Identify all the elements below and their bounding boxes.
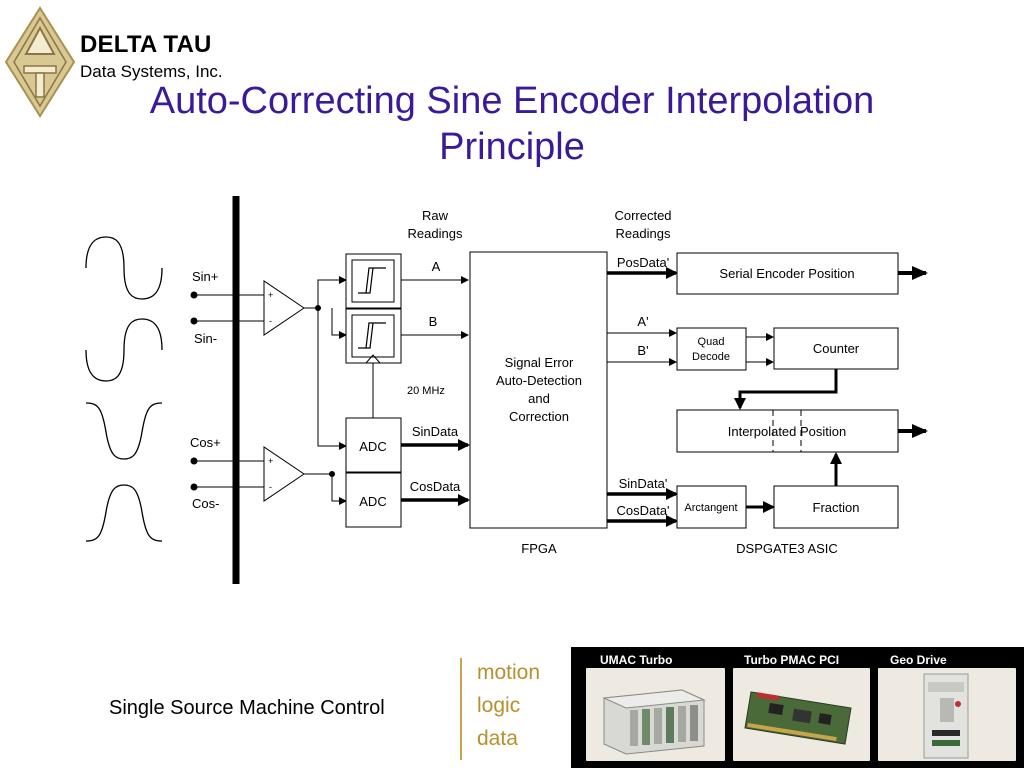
serial-encoder-position-block: Serial Encoder Position: [676, 252, 899, 295]
label-sin-minus: Sin-: [194, 331, 217, 346]
umac-turbo-image: [586, 668, 725, 761]
opamp-sin-minus: -: [269, 316, 272, 326]
adc-sin: ADC: [345, 417, 402, 473]
waveform-cos-plus: [85, 402, 163, 460]
signal-a-label: A: [432, 259, 441, 274]
adc-cos: ADC: [345, 472, 402, 528]
fpga-block-line-2: Auto-Detection: [496, 373, 582, 388]
corrected-readings-label-1: Corrected: [614, 208, 671, 223]
cosdata-label: CosData: [410, 479, 461, 494]
geo-drive-image: [878, 668, 1016, 761]
posdata-prime-label: PosData': [617, 255, 669, 270]
product-label-geo: Geo Drive: [890, 653, 947, 667]
waveform-sin-plus: [85, 236, 163, 300]
corrected-readings-label-2: Readings: [616, 226, 671, 241]
opamp-sin: + -: [263, 280, 305, 336]
product-label-umac: UMAC Turbo: [600, 653, 673, 667]
arctangent-label: Arctangent: [684, 502, 737, 514]
quad-decode-block: Quad Decode: [676, 327, 747, 371]
raw-readings-label-2: Readings: [408, 226, 463, 241]
title-line-2: Principle: [439, 126, 585, 168]
a-prime-label: A': [637, 314, 648, 329]
fraction-label: Fraction: [813, 500, 860, 515]
asic-caption: DSPGATE3 ASIC: [736, 541, 838, 556]
interpolated-position-block: Interpolated Position: [676, 409, 899, 453]
label-cos-minus: Cos-: [192, 496, 219, 511]
label-cos-plus: Cos+: [190, 435, 221, 450]
title-line-1: Auto-Correcting Sine Encoder Interpolati…: [149, 80, 875, 122]
waveform-cos-minus: [85, 484, 163, 542]
interpolated-position-label: Interpolated Position: [728, 424, 847, 439]
b-prime-label: B': [637, 343, 648, 358]
turbo-pmac-pci-image: [733, 668, 870, 761]
tag-divider: [460, 658, 462, 760]
quad-decode-line-1: Quad: [698, 336, 725, 348]
fpga-caption: FPGA: [521, 541, 557, 556]
raw-readings-label-1: Raw: [422, 208, 449, 223]
counter-block: Counter: [773, 327, 899, 370]
counter-label: Counter: [813, 341, 860, 356]
opamp-cos-minus: -: [269, 482, 272, 492]
arctangent-block: Arctangent: [676, 485, 747, 529]
serial-encoder-position-label: Serial Encoder Position: [719, 266, 854, 281]
comparator-b: [345, 308, 402, 364]
fpga-block-line-3: and: [528, 391, 550, 406]
opamp-sin-plus: +: [268, 290, 273, 300]
fpga-correction-block: Signal Error Auto-Detection and Correcti…: [469, 251, 608, 529]
comparator-a: [345, 253, 402, 309]
brand-name: DELTA TAU: [80, 31, 212, 58]
footer-tagline: Single Source Machine Control: [109, 697, 385, 719]
fpga-block-line-4: Correction: [509, 409, 569, 424]
fraction-block: Fraction: [773, 485, 899, 529]
tag-logic: logic: [477, 694, 521, 717]
sindata-label: SinData: [412, 424, 459, 439]
delta-tau-logo: [4, 6, 76, 118]
product-label-pmac: Turbo PMAC PCI: [744, 653, 840, 667]
adc-sin-label: ADC: [359, 439, 386, 454]
cosdata-prime-label: CosData': [616, 503, 669, 518]
waveform-sin-minus: [85, 318, 163, 382]
brand-subtitle: Data Systems, Inc.: [80, 62, 223, 81]
tag-motion: motion: [477, 661, 541, 684]
sindata-prime-label: SinData': [619, 476, 668, 491]
tag-data: data: [477, 727, 518, 750]
clock-label: 20 MHz: [407, 385, 445, 397]
product-strip: UMAC Turbo Turbo PMAC PCI Geo Drive: [571, 647, 1024, 768]
label-sin-plus: Sin+: [192, 269, 218, 284]
signal-b-label: B: [429, 314, 438, 329]
page-title: Auto-Correcting Sine Encoder Interpolati…: [60, 78, 964, 170]
fpga-block-line-1: Signal Error: [505, 355, 574, 370]
opamp-cos-plus: +: [268, 456, 273, 466]
quad-decode-line-2: Decode: [692, 351, 730, 363]
encoder-block-diagram: Sin+ Sin- Cos+ Cos- + - + -: [85, 196, 928, 584]
opamp-cos: + -: [263, 446, 305, 502]
adc-cos-label: ADC: [359, 494, 386, 509]
